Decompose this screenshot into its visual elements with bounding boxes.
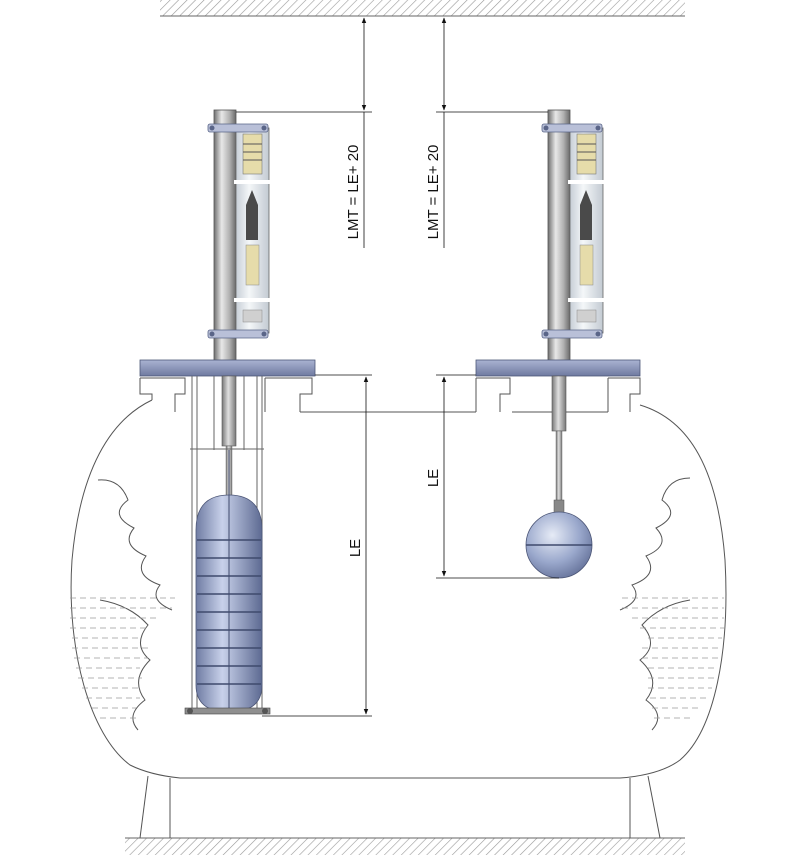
lmt-right-label: LMT = LE+ 20 <box>425 145 442 240</box>
floor-hatch-icon <box>125 837 685 855</box>
cylindrical-float-icon <box>195 450 263 713</box>
right-flange <box>475 359 641 377</box>
magnetic-level-indicator-icon <box>235 127 270 334</box>
upper-clamp <box>207 123 269 133</box>
le-right-label: LE <box>425 469 442 487</box>
left-flange <box>139 359 316 377</box>
upper-clamp <box>541 123 603 133</box>
lower-clamp <box>541 329 603 339</box>
lower-clamp <box>207 329 269 339</box>
le-left-label: LE <box>347 539 364 557</box>
liquid-right <box>622 597 724 719</box>
lmt-left-label: LMT = LE+ 20 <box>345 145 362 240</box>
spherical-float-icon <box>525 511 593 579</box>
magnetic-level-indicator-icon <box>569 127 604 334</box>
liquid-left <box>70 597 175 719</box>
ceiling-hatch-icon <box>160 0 685 17</box>
left-level-switch <box>139 109 316 715</box>
right-level-switch <box>475 109 641 579</box>
dimension-lines <box>236 17 559 717</box>
